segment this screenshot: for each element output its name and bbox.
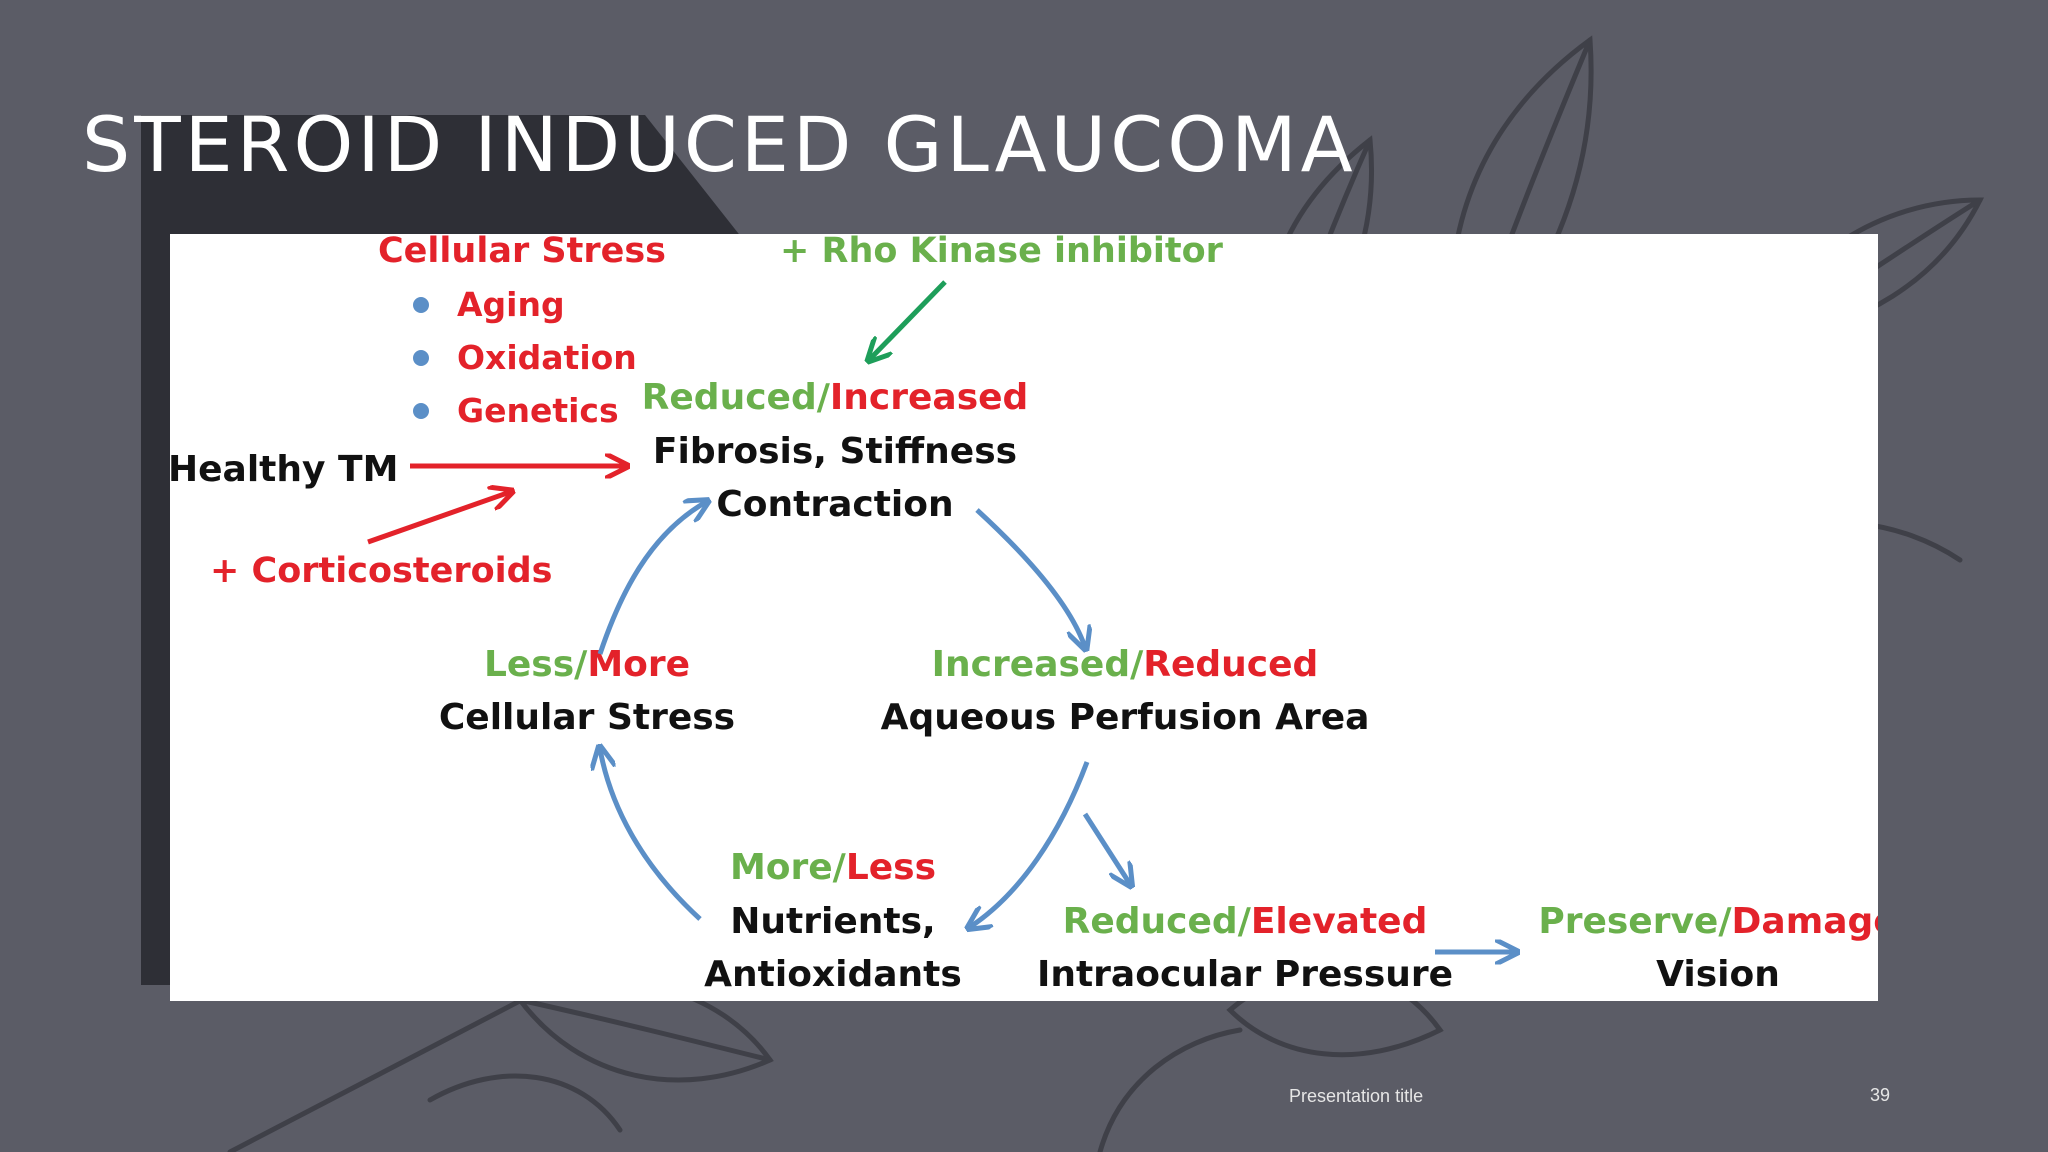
perfusion-status: Increased/Reduced: [932, 644, 1319, 685]
arrow-nutrients-to-stress: [600, 749, 702, 921]
vision-status: Preserve/Damage: [1538, 901, 1878, 942]
corticosteroids-label: + Corticosteroids: [210, 551, 553, 591]
arrow-perfusion-to-pressure: [1082, 812, 1130, 884]
corticosteroids-arrow: [367, 492, 510, 545]
fibrosis-line2: Contraction: [716, 484, 953, 525]
arrow-stress-to-fibrosis: [597, 502, 706, 655]
bullet-dot: [413, 297, 429, 313]
stress-item-aging: Aging: [457, 285, 565, 324]
fibrosis-status: Reduced/Increased: [642, 377, 1029, 418]
stress-cycle-status: Less/More: [484, 644, 690, 685]
footer-page-number: 39: [1870, 1085, 1891, 1105]
nutrients-line2: Antioxidants: [704, 954, 962, 995]
glaucoma-cycle-diagram: Cellular Stress Aging Oxidation Genetics…: [170, 234, 1878, 995]
nutrients-status: More/Less: [730, 847, 936, 888]
nutrients-line1: Nutrients,: [730, 901, 935, 942]
pressure-line1: Intraocular Pressure: [1037, 954, 1453, 995]
pressure-status: Reduced/Elevated: [1063, 901, 1428, 942]
stress-cycle-line1: Cellular Stress: [439, 697, 735, 738]
footer-presentation-title: Presentation title: [1289, 1086, 1424, 1106]
arrow-fibrosis-to-perfusion: [975, 508, 1085, 647]
arrow-perfusion-to-nutrients: [970, 761, 1090, 927]
healthy-tm-label: Healthy TM: [170, 449, 398, 490]
slide-title: STEROID INDUCED GLAUCOMA: [82, 100, 1357, 189]
fibrosis-line1: Fibrosis, Stiffness: [653, 431, 1017, 472]
bullet-dot: [413, 350, 429, 366]
perfusion-line1: Aqueous Perfusion Area: [881, 697, 1370, 738]
bullet-dot: [413, 403, 429, 419]
rho-kinase-arrow: [870, 280, 947, 359]
cellular-stress-heading: Cellular Stress: [378, 234, 666, 271]
stress-item-genetics: Genetics: [457, 391, 619, 430]
rho-kinase-label: + Rho Kinase inhibitor: [780, 234, 1224, 271]
vision-line1: Vision: [1656, 954, 1780, 995]
stress-item-oxidation: Oxidation: [457, 338, 637, 377]
diagram-card: Cellular Stress Aging Oxidation Genetics…: [170, 234, 1878, 1001]
